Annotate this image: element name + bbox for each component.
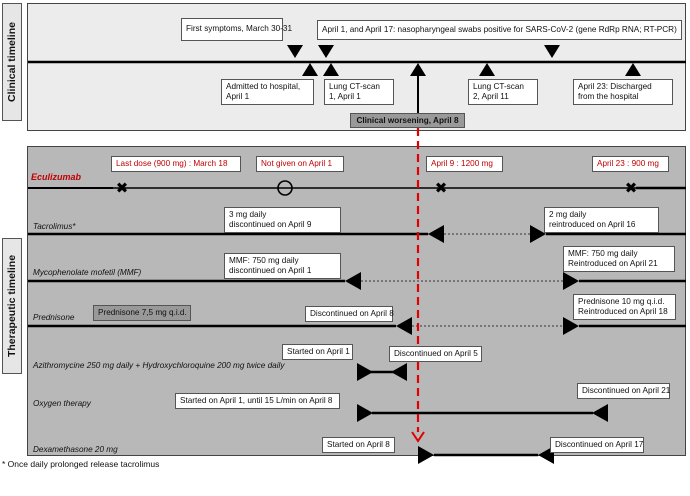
eculizumab-dose-april-9-marker: ✖ xyxy=(435,179,448,197)
eculizumab-note-march-18: Last dose (900 mg) : March 18 xyxy=(111,156,241,172)
mmf-restart-note: MMF: 750 mg daily Reintroduced on April … xyxy=(563,246,675,272)
first-symptoms-marker xyxy=(287,45,303,58)
eculizumab-note-april-9: April 9 : 1200 mg xyxy=(426,156,503,172)
discharge-marker xyxy=(625,63,641,76)
admitted-box: Admitted to hospital, April 1 xyxy=(221,79,314,105)
tacrolimus-restart-arrow xyxy=(530,225,546,243)
swab-marker-april-17 xyxy=(544,45,560,58)
mmf-stop-note: MMF: 750 mg daily discontinued on April … xyxy=(224,253,341,279)
tacrolimus-stop-arrow xyxy=(428,225,444,243)
mmf-label: Mycophenolate mofetil (MMF) xyxy=(33,268,142,277)
azithro-start-arrow xyxy=(357,363,373,381)
ct-scan-2-marker xyxy=(479,63,495,76)
oxygen-start-arrow xyxy=(357,404,373,422)
prednisone-stop-arrow xyxy=(396,317,412,335)
prednisone-restart-note: Prednisone 10 mg q.i.d. Reintroduced on … xyxy=(573,294,676,320)
clinical-worsening-box: Clinical worsening, April 8 xyxy=(350,113,465,128)
worsening-arrowhead xyxy=(411,431,425,443)
oxygen-start-note: Started on April 1, until 15 L/min on Ap… xyxy=(175,393,340,409)
tacrolimus-restart-note: 2 mg daily reintroduced on April 16 xyxy=(544,207,659,233)
oxygen-stop-note: Discontinued on April 21 xyxy=(577,383,670,399)
swab-marker-april-1 xyxy=(318,45,334,58)
ct-scan-1-box: Lung CT-scan 1, April 1 xyxy=(324,79,394,105)
azithro-stop-arrow xyxy=(391,363,407,381)
admission-marker xyxy=(302,63,318,76)
clinical-timeline-side-label: Clinical timeline xyxy=(2,3,22,121)
prednisone-restart-arrow xyxy=(563,317,579,335)
mmf-restart-arrow xyxy=(563,272,579,290)
prednisone-dose-note: Prednisone 7,5 mg q.i.d. xyxy=(93,305,191,321)
dexamethasone-stop-note: Discontinued on April 17 xyxy=(550,437,644,453)
dexamethasone-start-note: Started on April 8 xyxy=(322,437,395,453)
prednisone-label: Prednisone xyxy=(33,313,75,322)
ct-scan-1-marker xyxy=(323,63,339,76)
mmf-stop-arrow xyxy=(345,272,361,290)
eculizumab-dose-april-23-marker: ✖ xyxy=(625,179,638,197)
eculizumab-label: Eculizumab xyxy=(31,172,82,182)
swab-positive-box: April 1, and April 17: nasopharyngeal sw… xyxy=(317,20,682,40)
eculizumab-note-april-23: April 23 : 900 mg xyxy=(592,156,669,172)
footnote: * Once daily prolonged release tacrolimu… xyxy=(2,459,160,469)
eculizumab-not-given-marker xyxy=(277,180,293,196)
oxygen-label: Oxygen therapy xyxy=(33,399,91,408)
eculizumab-dose-march-18-marker: ✖ xyxy=(116,179,129,197)
eculizumab-note-april-1: Not given on April 1 xyxy=(256,156,344,172)
prednisone-stop-note: Discontinued on April 8 xyxy=(305,306,394,322)
dexamethasone-start-arrow xyxy=(418,446,434,464)
first-symptoms-box: First symptoms, March 30-31 xyxy=(181,18,292,41)
therapeutic-timeline-side-label: Therapeutic timeline xyxy=(2,238,22,374)
azithro-stop-note: Discontinued on April 5 xyxy=(389,346,482,362)
dexamethasone-label: Dexamethasone 20 mg xyxy=(33,445,118,454)
discharge-box: April 23: Discharged from the hospital xyxy=(573,79,673,105)
oxygen-stop-arrow xyxy=(592,404,608,422)
tacrolimus-stop-note: 3 mg daily discontinued on April 9 xyxy=(224,207,341,233)
azithro-start-note: Started on April 1 xyxy=(282,344,353,360)
ct-scan-2-box: Lung CT-scan 2, April 11 xyxy=(468,79,538,105)
azithro-hcq-label: Azithromycine 250 mg daily + Hydroxychlo… xyxy=(33,361,285,370)
tacrolimus-label: Tacrolimus* xyxy=(33,222,76,231)
worsening-marker xyxy=(410,63,426,76)
